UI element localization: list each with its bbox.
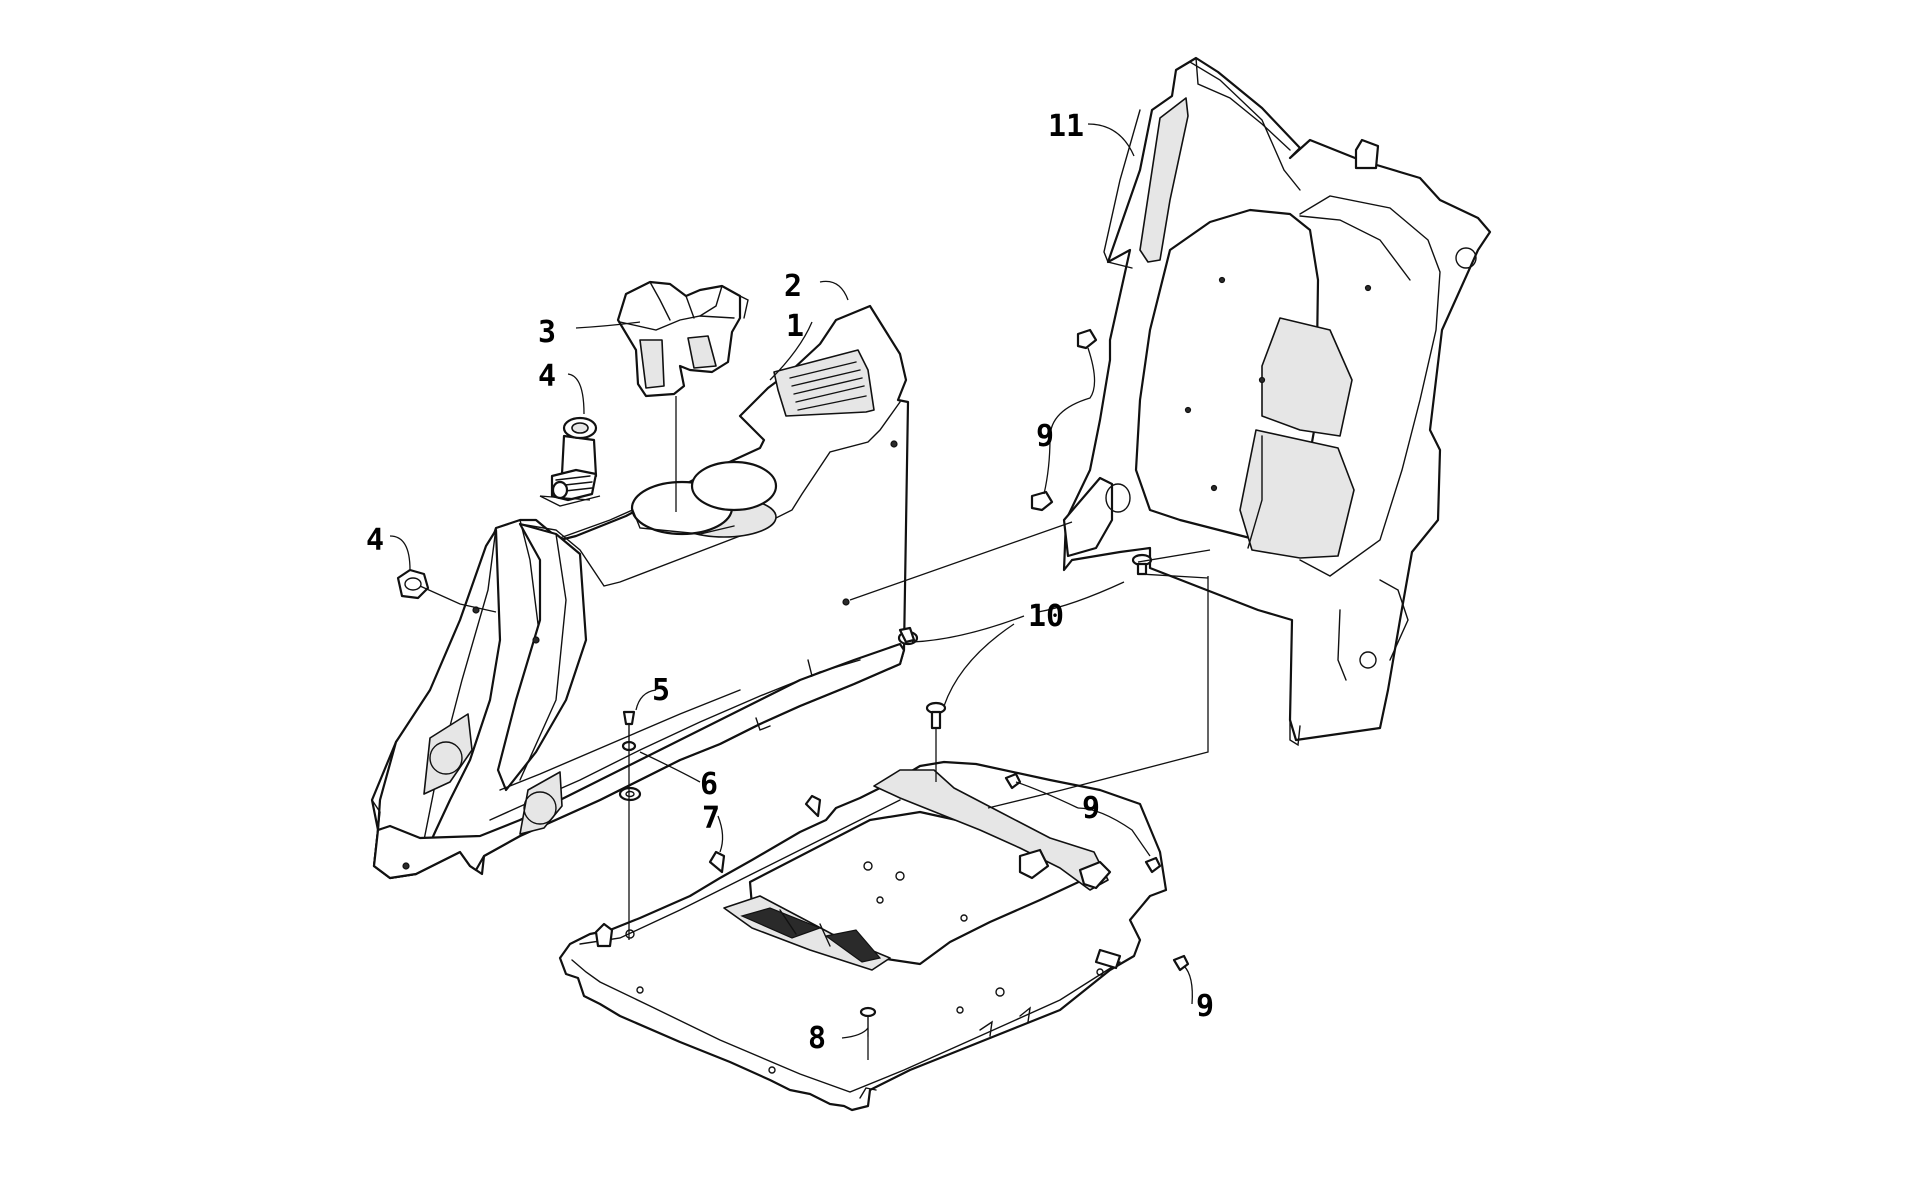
callout-3: 3 bbox=[538, 315, 556, 350]
callout-4-outlet: 4 bbox=[538, 359, 556, 394]
callout-10: 10 bbox=[1028, 599, 1064, 634]
clip-nut-9-floor-b bbox=[1144, 856, 1162, 874]
clip-nut-9-floor-a bbox=[1004, 772, 1022, 790]
rear-panel-part bbox=[1062, 56, 1492, 747]
screw-8 bbox=[859, 1006, 877, 1037]
lock-nut-part bbox=[396, 568, 430, 600]
callout-5: 5 bbox=[652, 673, 670, 708]
callout-11: 11 bbox=[1048, 109, 1084, 144]
callout-9-corner: 9 bbox=[1196, 989, 1214, 1024]
callout-9-floor: 9 bbox=[1082, 791, 1100, 826]
screw-5 bbox=[622, 710, 636, 741]
callout-1: 1 bbox=[786, 309, 804, 344]
callout-2: 2 bbox=[784, 269, 802, 304]
callout-6: 6 bbox=[700, 767, 718, 802]
cup-holder-insert-part bbox=[616, 280, 749, 398]
assembly-lines bbox=[389, 123, 1211, 1060]
screw-10-mid bbox=[925, 701, 947, 730]
floor-grommet bbox=[618, 786, 642, 802]
console-part bbox=[370, 304, 910, 880]
power-outlet-part bbox=[550, 416, 598, 502]
clip-nut-9-lower bbox=[1030, 490, 1054, 512]
callout-9-upper: 9 bbox=[1036, 419, 1054, 454]
callout-labels: 11 2 1 3 4 4 9 10 5 6 7 9 9 8 bbox=[366, 109, 1214, 1056]
callout-7: 7 bbox=[702, 801, 720, 836]
floor-panel-part bbox=[558, 760, 1168, 1112]
screw-10-left bbox=[897, 626, 919, 646]
callout-8: 8 bbox=[808, 1021, 826, 1056]
clip-nut-9-upper bbox=[1076, 328, 1098, 350]
screw-10-right bbox=[1131, 553, 1153, 576]
callout-4-nut: 4 bbox=[366, 523, 384, 558]
